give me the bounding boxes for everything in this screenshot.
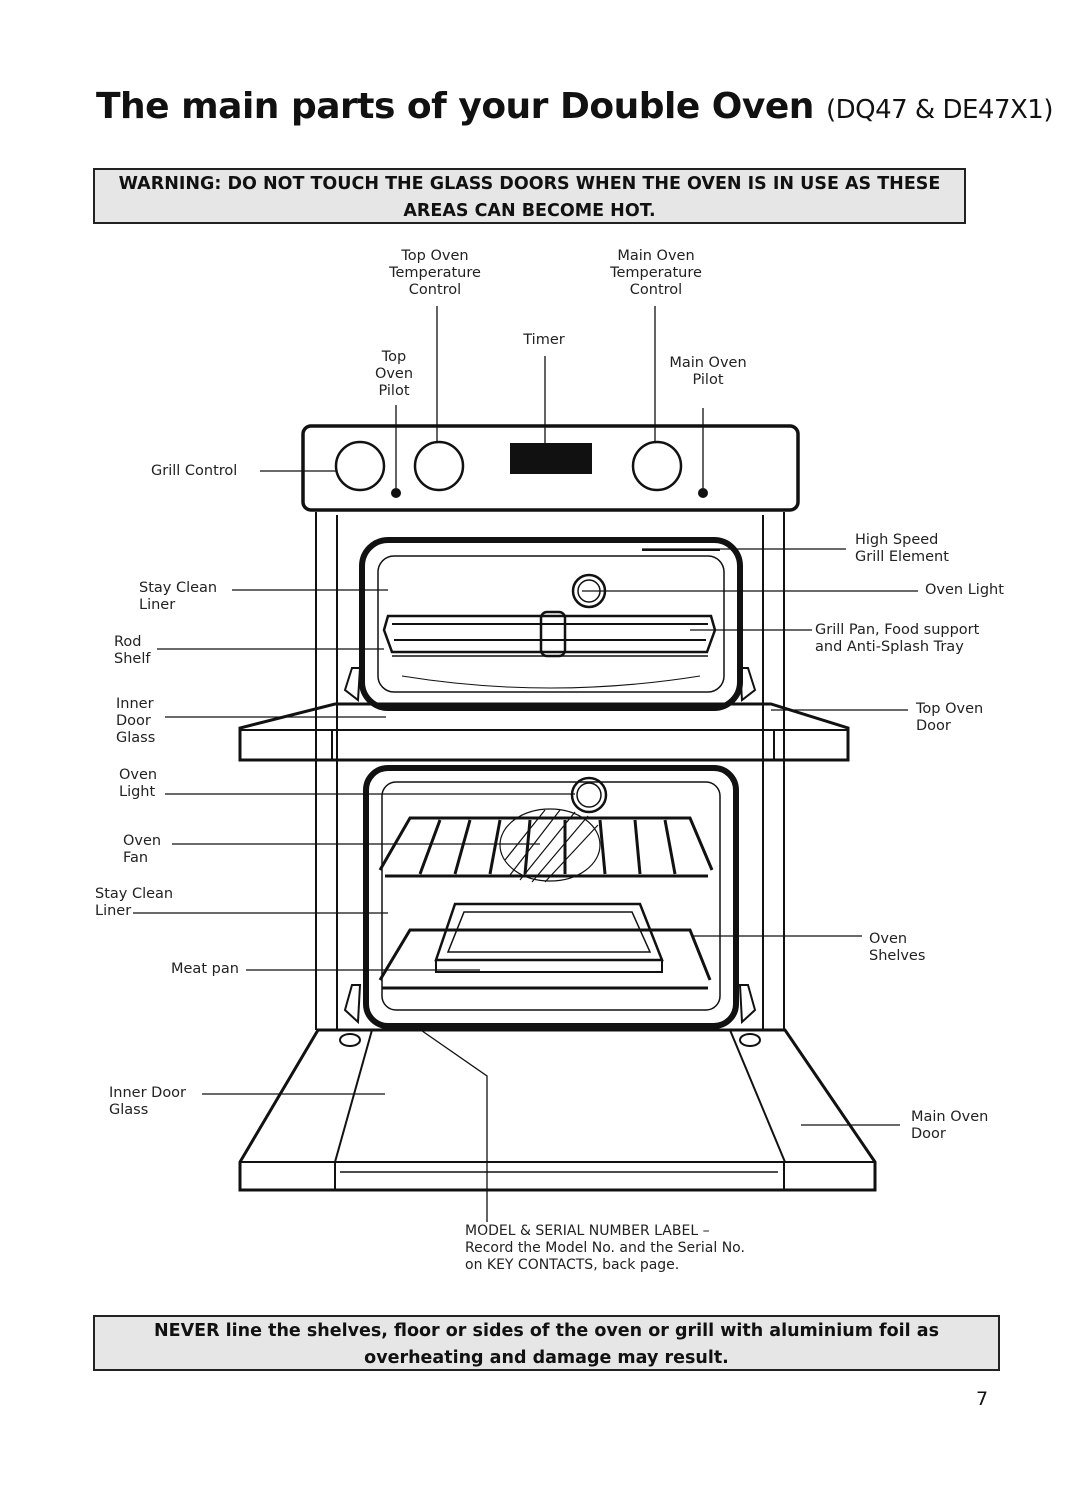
- label-inner-door-glass-main: Inner Door Glass: [109, 1085, 187, 1118]
- warning-line-2: AREAS CAN BECOME HOT.: [403, 201, 656, 221]
- label-timer: Timer: [523, 332, 565, 348]
- label-oven-light-main: Oven Light: [119, 767, 158, 800]
- title-text: The main parts of your Double Oven: [96, 86, 814, 127]
- label-grill-pan: Grill Pan, Food support and Anti-Splash …: [815, 622, 980, 655]
- label-main-oven-door: Main Oven Door: [911, 1109, 989, 1142]
- label-high-speed-grill-element: High Speed Grill Element: [855, 532, 949, 565]
- foil-note-box: NEVER line the shelves, floor or sides o…: [93, 1315, 1000, 1371]
- note-line-2: overheating and damage may result.: [364, 1348, 729, 1368]
- label-top-oven-pilot: Top Oven Pilot: [374, 349, 414, 399]
- label-rod-shelf: Rod Shelf: [114, 634, 151, 667]
- main-oven-light: [570, 776, 608, 814]
- label-main-oven-temp-control: Main Oven Temperature Control: [610, 248, 702, 298]
- top-oven-door: [238, 702, 850, 762]
- main-oven-knob: [631, 440, 683, 492]
- label-top-oven-temp-control: Top Oven Temperature Control: [389, 248, 481, 298]
- label-top-oven-door: Top Oven Door: [916, 701, 984, 734]
- timer-display: [510, 443, 592, 474]
- label-oven-light-top: Oven Light: [925, 582, 1004, 598]
- leader-lines: [133, 306, 918, 1222]
- oven-shelf-lower: [378, 928, 712, 990]
- top-oven-pilot-dot: [391, 488, 401, 498]
- page-number: 7: [976, 1388, 989, 1410]
- label-stay-clean-liner-top: Stay Clean Liner: [139, 580, 218, 613]
- label-oven-fan: Oven Fan: [123, 833, 162, 866]
- warning-line-1: WARNING: DO NOT TOUCH THE GLASS DOORS WH…: [118, 174, 941, 194]
- label-stay-clean-liner-main: Stay Clean Liner: [95, 886, 174, 919]
- top-oven-knob: [413, 440, 465, 492]
- label-inner-door-glass-top: Inner Door Glass: [116, 696, 156, 746]
- label-oven-shelves: Oven Shelves: [869, 931, 926, 964]
- main-oven-cavity: [363, 765, 739, 1029]
- label-model-serial: MODEL & SERIAL NUMBER LABEL – Record the…: [465, 1223, 745, 1273]
- top-oven-cavity: [359, 537, 743, 711]
- label-meat-pan: Meat pan: [171, 961, 239, 977]
- label-grill-control: Grill Control: [151, 463, 238, 479]
- main-oven-pilot-dot: [698, 488, 708, 498]
- page-title: The main parts of your Double Oven (DQ47…: [96, 86, 1053, 127]
- control-panel: [301, 424, 800, 512]
- grill-control-knob: [334, 440, 386, 492]
- title-models: (DQ47 & DE47X1): [825, 95, 1054, 125]
- warning-box: WARNING: DO NOT TOUCH THE GLASS DOORS WH…: [93, 168, 966, 224]
- meat-pan: [434, 902, 664, 973]
- label-main-oven-pilot: Main Oven Pilot: [669, 355, 747, 388]
- oven-fan: [499, 808, 601, 883]
- note-line-1: NEVER line the shelves, floor or sides o…: [154, 1321, 939, 1341]
- grill-pan: [382, 614, 717, 654]
